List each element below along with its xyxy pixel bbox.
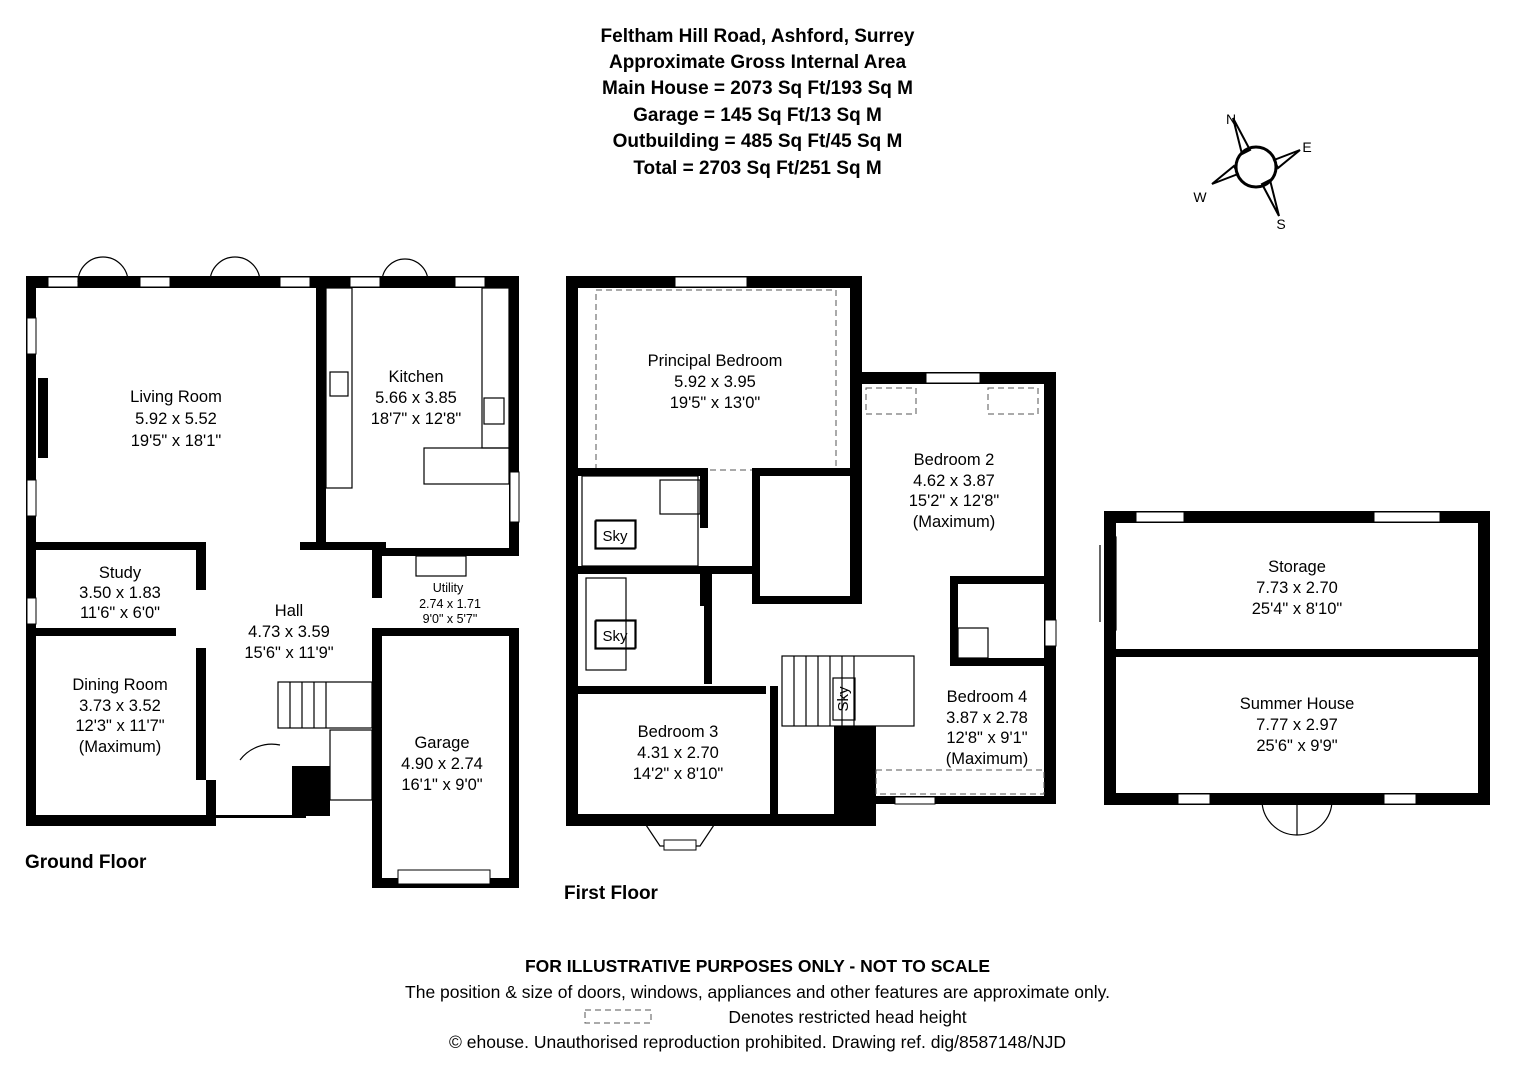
storage-metric: 7.73 x 2.70 xyxy=(1256,579,1338,597)
utility-imperial: 9'0" x 5'7" xyxy=(423,612,478,626)
compass-e: E xyxy=(1302,139,1311,155)
hall-imperial: 15'6" x 11'9" xyxy=(244,644,333,662)
hall-name: Hall xyxy=(275,602,303,620)
principal-bedroom-metric: 5.92 x 3.95 xyxy=(674,373,756,391)
legend-text: Denotes restricted head height xyxy=(728,1007,967,1027)
compass-icon: N E S W xyxy=(1193,111,1311,232)
dining-room-imperial: 12'3" x 11'7" xyxy=(75,717,164,735)
study-imperial: 11'6" x 6'0" xyxy=(80,604,160,622)
dining-room-metric: 3.73 x 3.52 xyxy=(79,697,161,715)
garage-name: Garage xyxy=(414,734,469,752)
utility-name: Utility xyxy=(433,581,464,595)
outbuilding-area: Outbuilding = 485 Sq Ft/45 Sq M xyxy=(612,131,903,152)
compass-w: W xyxy=(1193,189,1207,205)
storage-imperial: 25'4" x 8'10" xyxy=(1252,600,1343,618)
bedroom-3-name: Bedroom 3 xyxy=(638,723,719,741)
bedroom-4-note: (Maximum) xyxy=(946,750,1029,768)
restricted-height-legend-swatch xyxy=(584,1009,652,1024)
skylight-bathroom: Sky xyxy=(602,628,628,645)
compass-n: N xyxy=(1226,111,1236,127)
bedroom-3-imperial: 14'2" x 8'10" xyxy=(633,765,724,783)
skylight-ensuite: Sky xyxy=(602,528,628,545)
bedroom-4-metric: 3.87 x 2.78 xyxy=(946,709,1028,727)
skylight-landing: Sky xyxy=(835,686,852,712)
hall-metric: 4.73 x 3.59 xyxy=(248,623,330,641)
living-room-name: Living Room xyxy=(130,388,222,406)
total-area: Total = 2703 Sq Ft/251 Sq M xyxy=(633,158,882,179)
storage-name: Storage xyxy=(1268,558,1326,576)
ground-floor-plan xyxy=(26,256,520,888)
summer-house-name: Summer House xyxy=(1240,695,1355,713)
first-floor-plan xyxy=(566,276,1057,851)
plan-address: Feltham Hill Road, Ashford, Surrey xyxy=(600,26,915,47)
living-room-imperial: 19'5" x 18'1" xyxy=(131,432,222,450)
garage-metric: 4.90 x 2.74 xyxy=(401,755,483,773)
kitchen-imperial: 18'7" x 12'8" xyxy=(371,410,462,428)
summer-house-metric: 7.77 x 2.97 xyxy=(1256,716,1338,734)
plan-subtitle: Approximate Gross Internal Area xyxy=(608,52,907,73)
bedroom-2-note: (Maximum) xyxy=(913,513,996,531)
disclaimer-text: The position & size of doors, windows, a… xyxy=(405,982,1110,1002)
first-floor-label: First Floor xyxy=(564,883,658,904)
bedroom-2-imperial: 15'2" x 12'8" xyxy=(909,492,1000,510)
summer-house-imperial: 25'6" x 9'9" xyxy=(1256,737,1337,755)
bedroom-4-name: Bedroom 4 xyxy=(947,688,1028,706)
dining-room-note: (Maximum) xyxy=(79,738,162,756)
compass-s: S xyxy=(1276,216,1285,232)
bedroom-2-metric: 4.62 x 3.87 xyxy=(913,472,995,490)
study-name: Study xyxy=(99,564,142,582)
copyright-text: © ehouse. Unauthorised reproduction proh… xyxy=(448,1032,1066,1052)
study-metric: 3.50 x 1.83 xyxy=(79,584,161,602)
garage-area: Garage = 145 Sq Ft/13 Sq M xyxy=(633,105,882,126)
dining-room-name: Dining Room xyxy=(72,676,167,694)
bedroom-4-imperial: 12'8" x 9'1" xyxy=(946,729,1027,747)
kitchen-metric: 5.66 x 3.85 xyxy=(375,389,457,407)
garage-imperial: 16'1" x 9'0" xyxy=(401,776,482,794)
bedroom-3-metric: 4.31 x 2.70 xyxy=(637,744,719,762)
principal-bedroom-imperial: 19'5" x 13'0" xyxy=(670,394,761,412)
disclaimer-title: FOR ILLUSTRATIVE PURPOSES ONLY - NOT TO … xyxy=(524,956,991,976)
bedroom-2-name: Bedroom 2 xyxy=(914,451,995,469)
kitchen-name: Kitchen xyxy=(388,368,443,386)
ground-floor-label: Ground Floor xyxy=(25,852,147,873)
living-room-metric: 5.92 x 5.52 xyxy=(135,410,217,428)
principal-bedroom-name: Principal Bedroom xyxy=(648,352,783,370)
utility-metric: 2.74 x 1.71 xyxy=(419,597,481,611)
outbuilding-plan xyxy=(1099,511,1490,836)
main-house-area: Main House = 2073 Sq Ft/193 Sq M xyxy=(602,78,913,99)
